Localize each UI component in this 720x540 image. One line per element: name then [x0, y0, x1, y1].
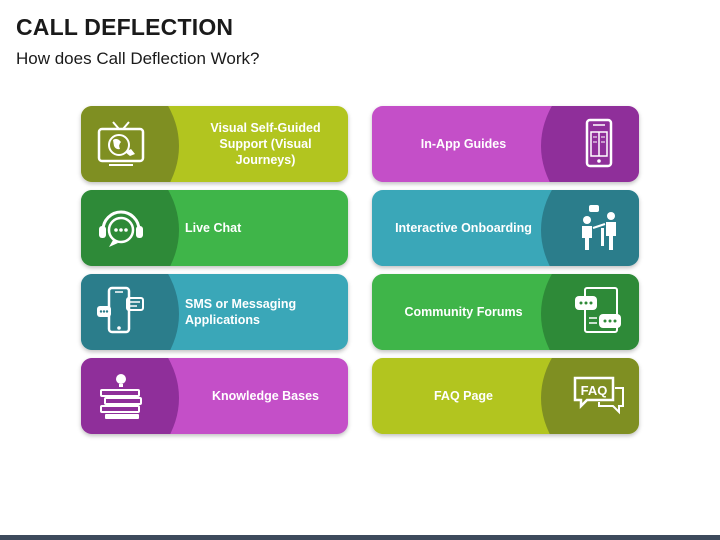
- card-in-app-guides: In-App Guides: [372, 106, 639, 182]
- card-label: FAQ Page: [433, 389, 494, 403]
- card-label: Knowledge Bases: [212, 389, 319, 403]
- card-sms-messaging: SMS or Messaging Applications: [81, 274, 348, 350]
- card-band: [81, 106, 179, 182]
- card-knowledge-bases: Knowledge Bases: [81, 358, 348, 434]
- bottom-bar: [0, 535, 720, 540]
- people-conversation-icon: [582, 205, 616, 250]
- card-label: Community Forums: [404, 305, 523, 319]
- card-interactive-onboarding: Interactive Onboarding: [372, 190, 639, 266]
- tablet-guide-icon: [585, 118, 613, 168]
- headset-chat-icon: [99, 210, 143, 247]
- faq-bubble-icon: FAQ: [573, 376, 624, 415]
- faq-icon-text: FAQ: [581, 383, 608, 398]
- card-visual-self-guided: Visual Self-Guided Support (Visual Journ…: [81, 106, 348, 182]
- card-label: SMS or Messaging Applications: [185, 297, 297, 327]
- card-band: [541, 274, 639, 350]
- card-band: [541, 106, 639, 182]
- card-label: Visual Self-Guided Support (Visual Journ…: [210, 121, 321, 167]
- page-title: CALL DEFLECTION: [16, 14, 234, 40]
- forum-chat-icon: [575, 287, 621, 333]
- card-label: Interactive Onboarding: [395, 221, 532, 235]
- card-faq-page: FAQ FAQ Page: [372, 358, 639, 434]
- card-label: In-App Guides: [420, 137, 507, 151]
- card-community-forums: Community Forums: [372, 274, 639, 350]
- page-subtitle: How does Call Deflection Work?: [16, 49, 260, 68]
- card-label: Live Chat: [185, 221, 242, 235]
- books-lightbulb-icon: [100, 374, 142, 419]
- card-live-chat: Live Chat: [81, 190, 348, 266]
- mobile-messaging-icon: [97, 286, 144, 334]
- card-band: [81, 190, 179, 266]
- tv-screen-icon: [97, 121, 145, 166]
